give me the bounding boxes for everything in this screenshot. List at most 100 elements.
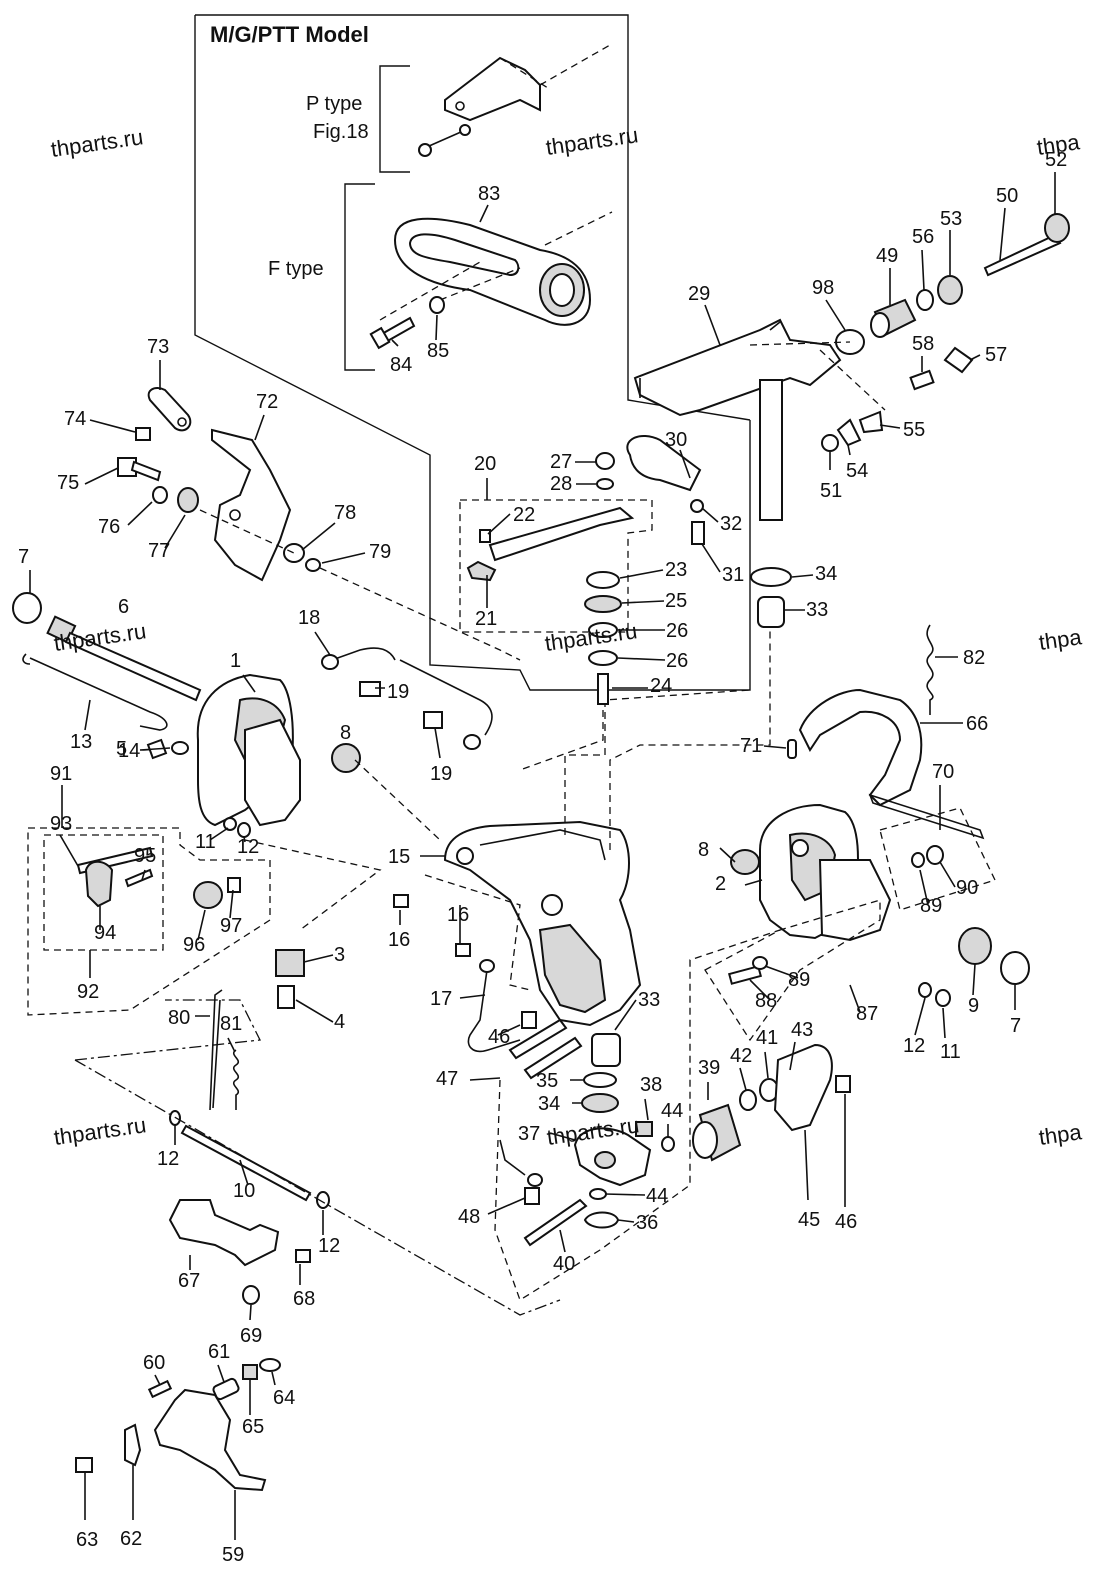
callout-44-a: 44: [661, 1100, 683, 1122]
bolt-19-upper: [359, 681, 381, 697]
callout-19-a: 19: [387, 681, 409, 703]
watermark-9-partial: thpa: [1037, 1119, 1084, 1150]
watermark-8-partial: thpa: [1037, 624, 1084, 655]
callout-26-b: 26: [666, 650, 688, 672]
callout-12-b: 12: [157, 1148, 179, 1170]
callout-28: 28: [550, 473, 572, 495]
knob-96: [193, 881, 223, 909]
callout-labels: 1 2 3 4 5 6 7 7 8 8 9 10 11 11 12 12 12 …: [18, 149, 1067, 1566]
washer-26-a: [588, 622, 618, 638]
nut-11-right: [935, 989, 951, 1007]
callout-29: 29: [688, 283, 710, 305]
callout-52: 52: [1045, 149, 1067, 171]
cover-45: [773, 1043, 833, 1132]
washer-34-bottom: [581, 1093, 619, 1113]
washer-78: [283, 543, 305, 563]
callout-7-right: 7: [1010, 1015, 1021, 1037]
callout-18: 18: [298, 607, 320, 629]
wire-47: [499, 1139, 526, 1176]
callout-14: 14: [118, 740, 140, 762]
callout-35: 35: [536, 1070, 558, 1092]
screw-46-left: [521, 1011, 537, 1029]
bolt-50: [983, 233, 1062, 277]
nut-53: [937, 275, 963, 305]
bolt-40: [523, 1198, 588, 1247]
callout-74: 74: [64, 408, 86, 430]
bolt-88: [727, 965, 763, 985]
callout-34-top: 34: [815, 563, 837, 585]
callout-71: 71: [740, 735, 762, 757]
lever-73: [147, 387, 192, 432]
callout-46-a: 46: [488, 1026, 510, 1048]
f-type-label: F type: [268, 258, 324, 280]
callout-72: 72: [256, 391, 278, 413]
callout-40: 40: [553, 1253, 575, 1275]
callout-64: 64: [273, 1387, 295, 1409]
callout-1: 1: [230, 650, 241, 672]
callout-38: 38: [640, 1074, 662, 1096]
callout-65: 65: [242, 1416, 264, 1438]
washer-28: [596, 478, 614, 490]
washer-89-lower: [752, 956, 768, 970]
callout-85: 85: [427, 340, 449, 362]
callout-50: 50: [996, 185, 1018, 207]
watermark-1: thparts.ru: [49, 124, 145, 162]
rod-13: [22, 653, 168, 731]
bolt-84: [369, 316, 416, 350]
callout-2: 2: [715, 873, 726, 895]
inset-title: M/G/PTT Model: [210, 22, 369, 47]
callout-10: 10: [233, 1180, 255, 1202]
group-box-89: [879, 807, 996, 911]
callout-69: 69: [240, 1325, 262, 1347]
bolt-31: [691, 521, 705, 545]
callout-67: 67: [178, 1270, 200, 1292]
callout-54: 54: [846, 460, 868, 482]
callout-37: 37: [518, 1123, 540, 1145]
cap-7-right: [1000, 951, 1030, 985]
nut-90: [926, 845, 944, 865]
clip-30: [626, 435, 702, 492]
callout-13: 13: [70, 731, 92, 753]
callout-30: 30: [665, 429, 687, 451]
callout-80: 80: [168, 1007, 190, 1029]
callout-21: 21: [475, 608, 497, 630]
watermark-7-partial: thpa: [1035, 129, 1082, 160]
washer-89-upper: [911, 852, 925, 868]
washer-26-b: [588, 650, 618, 666]
cap-52: [1044, 213, 1070, 243]
callout-8-right: 8: [698, 839, 709, 861]
screw-16-left: [393, 894, 409, 908]
group-box-92: [43, 834, 164, 951]
callout-7-left: 7: [18, 546, 29, 568]
link-80: [209, 989, 223, 1111]
washer-11-left: [223, 817, 237, 831]
callout-44-b: 44: [646, 1185, 668, 1207]
bushing-8-left: [331, 743, 361, 773]
callout-84: 84: [390, 354, 412, 376]
lock-94: [84, 860, 114, 908]
callout-77: 77: [148, 540, 170, 562]
screw-68: [295, 1249, 311, 1263]
spring-64: [259, 1358, 281, 1372]
leader-lines: [29, 172, 1056, 1540]
bolt-58: [909, 369, 935, 391]
swivel-bracket-15: [443, 820, 642, 1027]
washer-56: [916, 289, 934, 311]
spring-81: [232, 1049, 240, 1110]
callout-92: 92: [77, 981, 99, 1003]
callout-82: 82: [963, 647, 985, 669]
callout-96: 96: [183, 934, 205, 956]
washer-69: [242, 1285, 260, 1305]
callout-70: 70: [932, 761, 954, 783]
spring-plate: [488, 506, 635, 562]
callout-11-left: 11: [195, 831, 216, 853]
callout-79: 79: [369, 541, 391, 563]
spring-82: [926, 624, 934, 715]
bushing-33-top: [757, 596, 785, 628]
stern-bracket-2: [759, 803, 892, 942]
callout-93: 93: [50, 813, 72, 835]
callout-32: 32: [720, 513, 742, 535]
callout-43: 43: [791, 1019, 813, 1041]
callout-17: 17: [430, 988, 452, 1010]
callout-16-b: 16: [447, 904, 469, 926]
